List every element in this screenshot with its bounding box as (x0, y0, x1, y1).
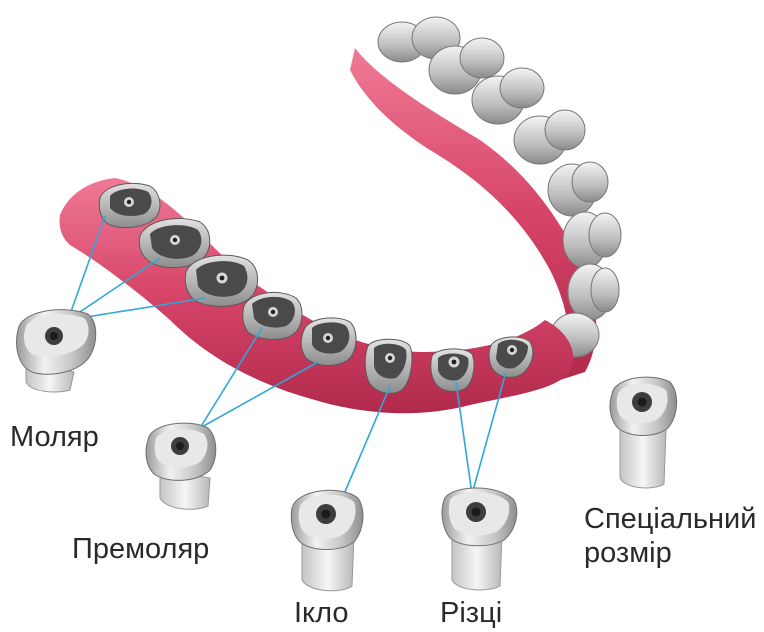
pad-incisor-1 (431, 349, 474, 392)
pad-canine (365, 339, 412, 393)
label-canine: Ікло (294, 596, 348, 630)
label-molar: Моляр (10, 420, 99, 454)
label-incisors: Різці (440, 596, 502, 630)
pad-premolar-1 (243, 292, 302, 339)
abutment-custom (610, 377, 677, 488)
pad-molar-1 (99, 183, 160, 227)
label-premolar: Премоляр (72, 532, 209, 566)
abutment-premolar (146, 423, 216, 509)
abutment-canine (291, 490, 363, 591)
label-custom-size: Спеціальний розмір (584, 502, 756, 570)
abutment-incisors (442, 488, 517, 590)
label-custom-line2: розмір (584, 536, 756, 570)
label-custom-line1: Спеціальний (584, 502, 756, 536)
abutment-molar (17, 310, 96, 392)
pad-premolar-2 (301, 318, 356, 366)
